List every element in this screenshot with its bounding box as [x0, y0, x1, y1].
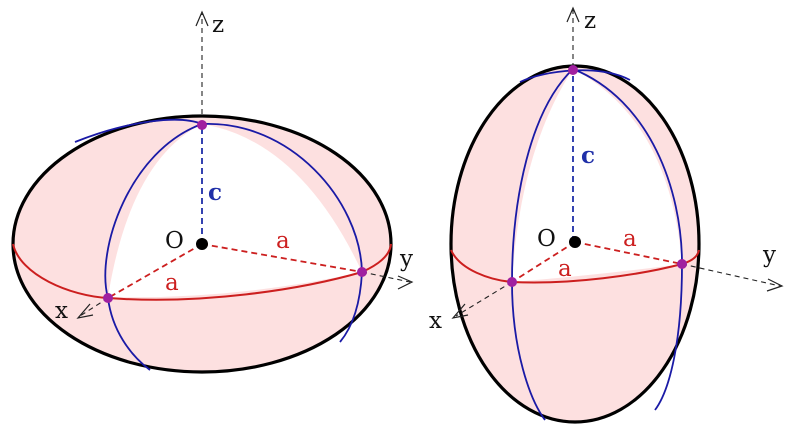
prolate-x-arrowhead: [451, 303, 469, 319]
prolate-y-arrowhead: [766, 278, 784, 292]
prolate-cutaway: [512, 69, 682, 282]
prolate-meridian-side: [572, 68, 683, 411]
oblate-origin-dot: [196, 238, 208, 250]
oblate-meridian-side: [74, 118, 363, 343]
prolate-equator: [450, 249, 700, 284]
prolate-x-axis: [455, 281, 513, 317]
oblate-a-semi-axis-x: [107, 243, 203, 299]
oblate-z-arrowhead: [195, 10, 209, 27]
oblate-z-label: z: [212, 12, 224, 38]
oblate-cutaway: [108, 124, 362, 298]
prolate-spheroid: z y x O a a c: [429, 6, 784, 424]
prolate-x-label: x: [429, 308, 442, 334]
oblate-vertex-top: [197, 120, 207, 130]
oblate-origin-label: O: [165, 228, 184, 254]
oblate-spheroid: z y x O a a c: [11, 10, 414, 374]
prolate-z-arrowhead: [566, 6, 580, 23]
oblate-y-axis: [361, 271, 411, 283]
prolate-a-label-y: a: [623, 226, 637, 252]
prolate-z-label: z: [584, 8, 596, 34]
prolate-y-axis: [681, 263, 781, 287]
oblate-x-axis: [79, 297, 109, 317]
prolate-origin-dot: [569, 236, 581, 248]
prolate-origin-label: O: [537, 226, 556, 252]
oblate-x-label: x: [55, 298, 68, 324]
prolate-a-label-x: a: [558, 256, 572, 282]
oblate-meridian-front: [104, 123, 203, 371]
prolate-c-label: c: [581, 142, 595, 169]
prolate-vertex-x: [507, 277, 517, 287]
oblate-y-label: y: [399, 246, 413, 272]
oblate-y-arrowhead: [397, 275, 414, 290]
prolate-vertex-y: [677, 259, 687, 269]
oblate-vertex-y: [357, 267, 367, 277]
oblate-x-arrowhead: [76, 303, 94, 319]
oblate-c-label: c: [208, 179, 222, 206]
prolate-a-semi-axis-x: [511, 241, 576, 283]
oblate-vertex-x: [103, 293, 113, 303]
oblate-a-label-y: a: [276, 228, 290, 254]
oblate-equator: [12, 243, 392, 301]
prolate-meridian-front: [511, 68, 574, 421]
oblate-a-semi-axis-y: [201, 243, 363, 273]
prolate-vertex-top: [568, 65, 578, 75]
oblate-a-label-x: a: [165, 270, 179, 296]
prolate-y-label: y: [762, 242, 776, 268]
prolate-a-semi-axis-y: [574, 241, 683, 265]
